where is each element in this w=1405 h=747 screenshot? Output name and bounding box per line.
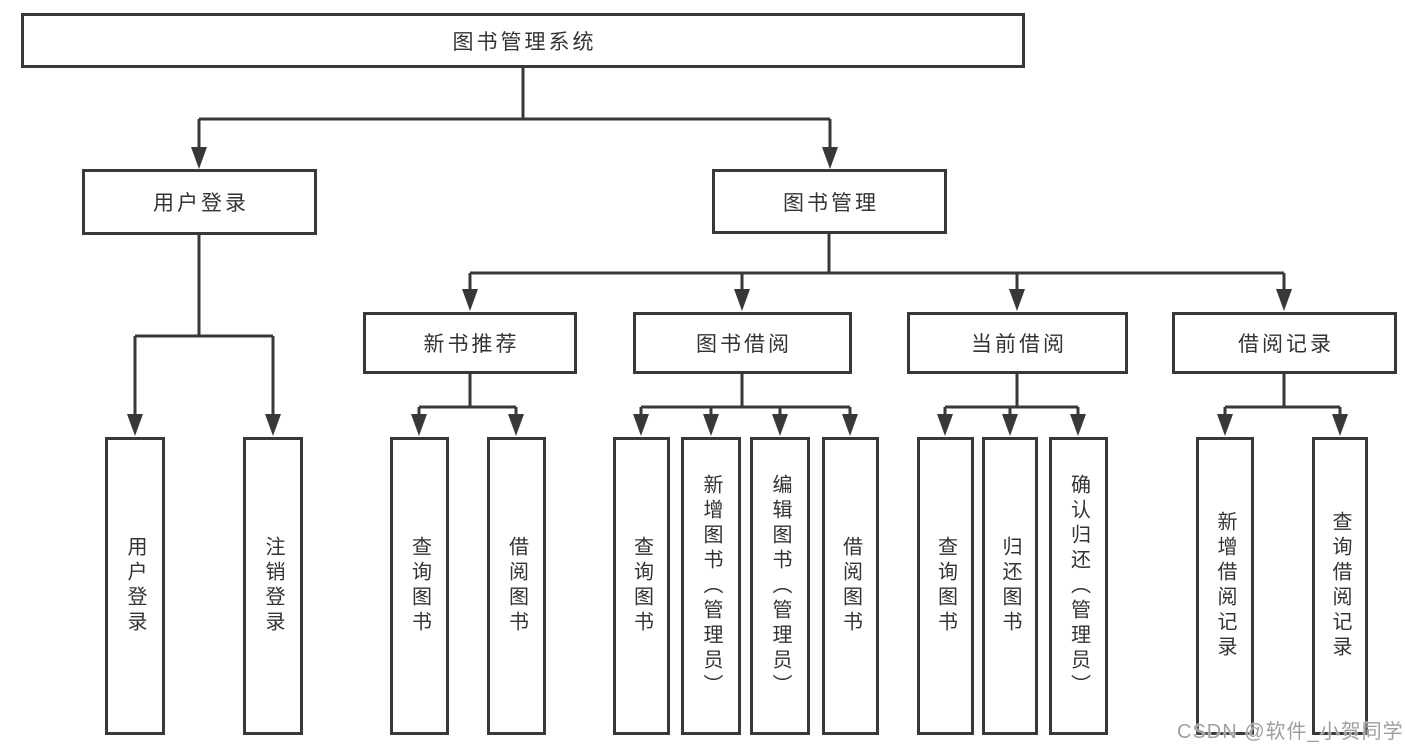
node-label: 借阅记录	[1238, 333, 1334, 356]
node-label: 新增借阅记录	[1214, 511, 1236, 661]
leaf-confirm-return-admin: 确认归还（管理员）	[1049, 437, 1108, 735]
node-label: 用户登录	[124, 536, 146, 636]
node-book-borrowing: 图书借阅	[633, 312, 852, 374]
leaf-current-query-books: 查询图书	[917, 437, 974, 735]
node-label: 查询图书	[630, 536, 653, 636]
node-label: 编辑图书（管理员）	[769, 473, 791, 699]
leaf-edit-books-admin: 编辑图书（管理员）	[750, 437, 810, 735]
leaf-borrow-books: 借阅图书	[822, 437, 879, 735]
leaf-newbook-query-books: 查询图书	[390, 437, 449, 735]
leaf-logout: 注销登录	[243, 437, 303, 735]
node-new-book-recommendation: 新书推荐	[363, 312, 577, 374]
node-user-login: 用户登录	[82, 169, 317, 235]
node-label: 图书借阅	[696, 333, 792, 356]
node-label: 新书推荐	[423, 333, 520, 356]
leaf-return-books: 归还图书	[982, 437, 1038, 735]
node-label: 图书管理	[783, 191, 879, 215]
leaf-borrowing-query-books: 查询图书	[613, 437, 670, 735]
node-book-management: 图书管理	[712, 169, 947, 234]
node-label: 图书管理系统	[452, 30, 597, 54]
node-library-management-system: 图书管理系统	[21, 13, 1025, 68]
node-label: 查询借阅记录	[1329, 511, 1351, 661]
node-label: 用户登录	[153, 192, 249, 215]
node-label: 借阅图书	[505, 536, 528, 636]
node-label: 查询图书	[408, 536, 431, 636]
node-label: 查询图书	[934, 536, 957, 636]
node-label: 新增图书（管理员）	[700, 473, 722, 699]
node-borrowing-records: 借阅记录	[1172, 312, 1397, 374]
node-label: 当前借阅	[971, 333, 1067, 356]
leaf-user-login: 用户登录	[105, 437, 165, 735]
arrowheads	[127, 147, 1348, 436]
node-label: 确认归还（管理员）	[1067, 473, 1090, 699]
leaf-add-books-admin: 新增图书（管理员）	[681, 437, 741, 735]
node-label: 注销登录	[262, 536, 284, 636]
leaf-newbook-borrow-books: 借阅图书	[487, 437, 546, 735]
leaf-query-borrow-record: 查询借阅记录	[1312, 437, 1368, 735]
node-current-borrowing: 当前借阅	[907, 312, 1128, 374]
node-label: 归还图书	[999, 536, 1021, 636]
leaf-add-borrow-record: 新增借阅记录	[1196, 437, 1254, 735]
csdn-watermark: CSDN @软件_小贺同学	[1177, 721, 1404, 743]
node-label: 借阅图书	[839, 536, 862, 636]
